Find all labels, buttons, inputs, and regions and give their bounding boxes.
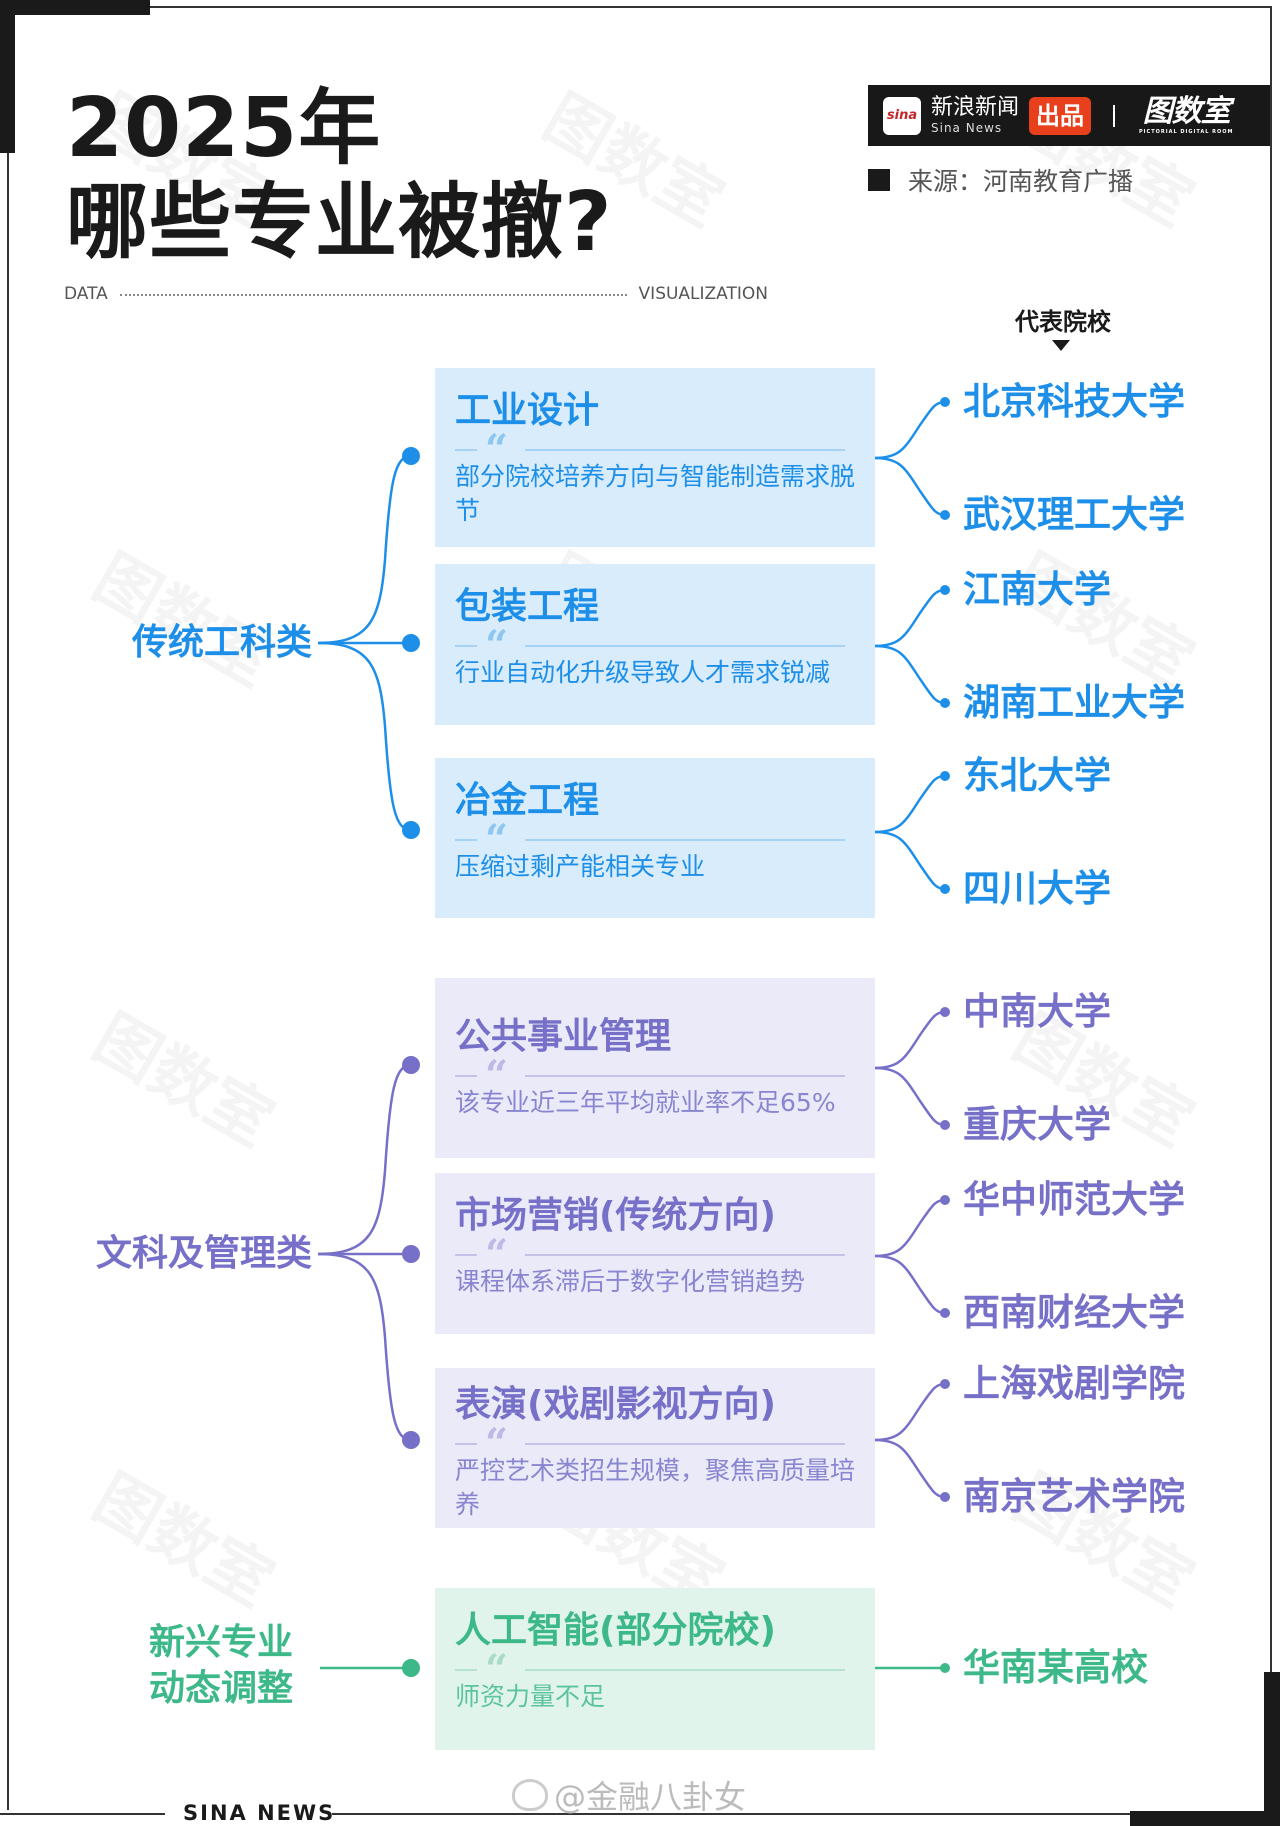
school-name: 上海戏剧学院 — [963, 1362, 1185, 1405]
school-name: 华中师范大学 — [963, 1178, 1185, 1221]
title-line-1: 2025年 — [66, 81, 382, 176]
major-card: 冶金工程 “ 压缩过剩产能相关专业 — [435, 758, 875, 918]
quote-icon: “ — [485, 1420, 509, 1467]
quote-divider: “ — [455, 1056, 859, 1096]
brand-banner: sina 新浪新闻 Sina News 出品 图数室 PICTORIAL DIG… — [868, 85, 1270, 146]
data-visualization-rule: DATA VISUALIZATION — [64, 283, 768, 305]
banner-separator — [1113, 104, 1116, 127]
major-reason: 部分院校培养方向与智能制造需求脱节 — [455, 462, 856, 525]
quote-icon: “ — [485, 816, 509, 863]
major-reason: 行业自动化升级导致人才需求锐减 — [455, 658, 831, 687]
quote-icon: “ — [485, 426, 509, 473]
major-reason: 严控艺术类招生规模，聚焦高质量培养 — [455, 1456, 856, 1519]
major-reason: 压缩过剩产能相关专业 — [455, 852, 706, 881]
source-text: 来源：河南教育广播 — [908, 167, 1134, 196]
major-reason: 师资力量不足 — [455, 1682, 606, 1711]
school-name: 四川大学 — [963, 867, 1111, 910]
sina-name-en: Sina News — [931, 121, 1003, 135]
weibo-icon — [512, 1779, 548, 1811]
frame-left-line — [7, 150, 9, 1810]
major-name: 市场营销(传统方向) — [455, 1195, 776, 1236]
school-name: 江南大学 — [963, 568, 1111, 611]
category-label-line: 新兴专业 — [148, 1622, 293, 1663]
representative-schools-heading: 代表院校 — [1015, 308, 1111, 336]
quote-divider: “ — [455, 1424, 859, 1464]
partner-name-zh: 图数室 — [1142, 93, 1231, 129]
quote-icon: “ — [485, 1052, 509, 1099]
corner-bracket — [1130, 1811, 1280, 1826]
sina-news-name: 新浪新闻 Sina News — [931, 95, 1020, 135]
category-label-engineering: 传统工科类 — [131, 622, 312, 663]
frame-bottom-line — [0, 1813, 165, 1815]
school-name: 西南财经大学 — [963, 1291, 1185, 1334]
school-name: 中南大学 — [963, 990, 1111, 1033]
sina-logo-icon: sina — [883, 96, 921, 135]
quote-icon: “ — [485, 622, 509, 669]
category-label-line: 动态调整 — [148, 1668, 293, 1709]
frame-top-line — [150, 6, 1272, 8]
dotted-divider — [119, 294, 627, 296]
category-label-emerging: 新兴专业 动态调整 — [130, 1620, 312, 1712]
quote-divider: “ — [455, 1235, 859, 1275]
major-reason: 课程体系滞后于数字化营销趋势 — [455, 1267, 806, 1296]
school-name: 重庆大学 — [963, 1103, 1111, 1146]
major-card: 市场营销(传统方向) “ 课程体系滞后于数字化营销趋势 — [435, 1173, 875, 1334]
frame-right-line — [1270, 6, 1272, 1676]
major-name: 表演(戏剧影视方向) — [455, 1384, 776, 1425]
category-label-liberal-arts: 文科及管理类 — [95, 1233, 312, 1274]
quote-icon: “ — [485, 1646, 509, 1693]
frame-bottom-line — [332, 1813, 1132, 1815]
major-card: 表演(戏剧影视方向) “ 严控艺术类招生规模，聚焦高质量培养 — [435, 1368, 875, 1528]
weibo-handle: @金融八卦女 — [554, 1778, 747, 1816]
pictorial-digital-room-logo: 图数室 PICTORIAL DIGITAL ROOM — [1139, 93, 1234, 135]
major-card: 包装工程 “ 行业自动化升级导致人才需求锐减 — [435, 564, 875, 725]
major-name: 人工智能(部分院校) — [455, 1610, 776, 1651]
corner-bracket — [0, 0, 15, 153]
data-label: DATA — [64, 284, 108, 304]
major-name: 冶金工程 — [455, 780, 600, 821]
corner-bracket — [0, 0, 150, 15]
visualization-label: VISUALIZATION — [638, 284, 768, 304]
school-name: 华南某高校 — [963, 1646, 1148, 1689]
sina-news-footer: SINA NEWS — [183, 1801, 336, 1825]
school-name: 南京艺术学院 — [963, 1475, 1185, 1518]
major-card: 公共事业管理 “ 该专业近三年平均就业率不足65% — [435, 978, 875, 1158]
produced-badge: 出品 — [1029, 96, 1092, 135]
source-line: 来源：河南教育广播 — [868, 162, 1133, 198]
school-name: 东北大学 — [963, 754, 1111, 797]
school-name: 北京科技大学 — [963, 380, 1185, 423]
page-title: 2025年 哪些专业被撤? — [66, 82, 613, 270]
triangle-down-icon — [1052, 340, 1070, 351]
major-name: 公共事业管理 — [455, 1016, 672, 1057]
major-card: 工业设计 “ 部分院校培养方向与智能制造需求脱节 — [435, 368, 875, 547]
quote-divider: “ — [455, 1650, 859, 1690]
major-card: 人工智能(部分院校) “ 师资力量不足 — [435, 1588, 875, 1750]
corner-bracket — [1264, 1672, 1280, 1826]
quote-divider: “ — [455, 820, 859, 860]
major-name: 工业设计 — [455, 390, 600, 431]
title-line-2: 哪些专业被撤? — [66, 175, 613, 270]
school-name: 武汉理工大学 — [963, 493, 1185, 536]
quote-icon: “ — [485, 1231, 509, 1278]
square-bullet-icon — [868, 169, 890, 191]
weibo-watermark: @金融八卦女 — [512, 1772, 746, 1818]
major-name: 包装工程 — [455, 586, 600, 627]
school-name: 湖南工业大学 — [963, 681, 1185, 724]
quote-divider: “ — [455, 430, 859, 470]
quote-divider: “ — [455, 626, 859, 666]
sina-name-zh: 新浪新闻 — [931, 95, 1020, 120]
partner-name-en: PICTORIAL DIGITAL ROOM — [1139, 128, 1234, 135]
major-reason: 该专业近三年平均就业率不足65% — [455, 1088, 836, 1117]
